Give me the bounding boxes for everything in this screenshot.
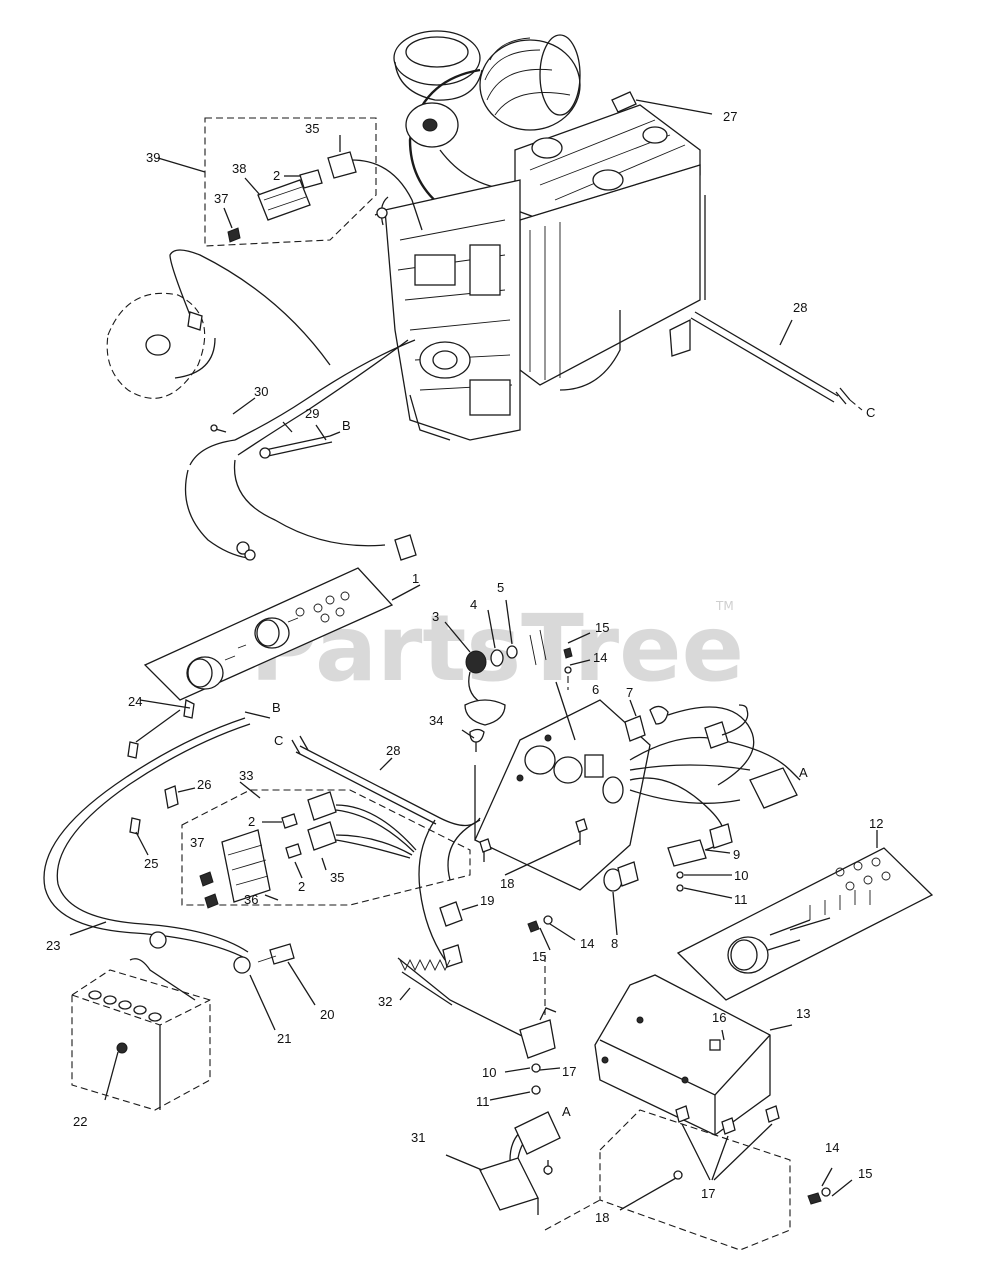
callout-12: 12 xyxy=(869,816,883,831)
engine-assembly xyxy=(374,30,706,441)
callout-35b: 35 xyxy=(330,870,344,885)
part-27-oil-pressure-sender xyxy=(611,91,713,115)
callout-37a: 37 xyxy=(214,191,228,206)
callout-22: 22 xyxy=(73,1114,87,1129)
callout-6: 6 xyxy=(592,682,599,697)
callout-17b: 17 xyxy=(562,1064,576,1079)
watermark-trademark: TM xyxy=(715,599,734,613)
callout-24: 24 xyxy=(128,694,142,709)
part-12-gauge-kit xyxy=(676,830,934,1001)
callout-38: 38 xyxy=(232,161,246,176)
callout-34: 34 xyxy=(429,713,443,728)
parts-9-10-11-fuse-holder xyxy=(667,839,733,899)
parts-14-15-screws-upper xyxy=(563,632,591,674)
part-6-dash-panel xyxy=(474,676,651,891)
part-28-cable-upper xyxy=(690,311,863,411)
part-33-relay-kit-box xyxy=(181,781,471,909)
callout-B1: B xyxy=(342,418,351,433)
callout-A2: A xyxy=(562,1104,571,1119)
part-8-indicator-light xyxy=(603,861,639,936)
callout-11a: 11 xyxy=(734,892,748,907)
callout-32: 32 xyxy=(378,994,392,1009)
part-7-switch-and-harness xyxy=(624,699,801,851)
parts-14-15-screws-middle xyxy=(527,915,576,1015)
callout-C2: C xyxy=(274,733,283,748)
callout-C1: C xyxy=(866,405,875,420)
callout-5: 5 xyxy=(497,580,504,595)
parts-3-4-5-key-switch xyxy=(444,599,547,726)
parts-18-34-fasteners xyxy=(461,728,588,876)
callout-2c: 2 xyxy=(298,879,305,894)
callout-26: 26 xyxy=(197,777,211,792)
callout-37b: 37 xyxy=(190,835,204,850)
callout-20: 20 xyxy=(320,1007,334,1022)
part-13-mounting-bracket xyxy=(594,974,793,1181)
callout-39: 39 xyxy=(146,150,160,165)
callout-14b: 14 xyxy=(580,936,594,951)
callout-18a: 18 xyxy=(500,876,514,891)
callout-A1: A xyxy=(799,765,808,780)
callout-31: 31 xyxy=(411,1130,425,1145)
callout-3: 3 xyxy=(432,609,439,624)
callout-16: 16 xyxy=(712,1010,726,1025)
callout-2a: 2 xyxy=(273,168,280,183)
callout-28a: 28 xyxy=(793,300,807,315)
callout-7: 7 xyxy=(626,685,633,700)
callout-9: 9 xyxy=(733,847,740,862)
callout-13: 13 xyxy=(796,1006,810,1021)
callout-17a: 17 xyxy=(701,1186,715,1201)
part-28-cable-lower xyxy=(291,735,481,961)
callout-29: 29 xyxy=(305,406,319,421)
battery-and-cables xyxy=(43,699,316,1111)
wire-harness-upper xyxy=(106,249,417,561)
callout-15b: 15 xyxy=(532,949,546,964)
callout-19: 19 xyxy=(480,893,494,908)
callout-14a: 14 xyxy=(593,650,607,665)
callout-11b: 11 xyxy=(476,1094,490,1109)
callout-10a: 10 xyxy=(734,868,748,883)
callout-8: 8 xyxy=(611,936,618,951)
callout-27: 27 xyxy=(723,109,737,124)
callout-28b: 28 xyxy=(386,743,400,758)
callout-15a: 15 xyxy=(595,620,609,635)
callout-1: 1 xyxy=(412,571,419,586)
callout-4: 4 xyxy=(470,597,477,612)
callout-36: 36 xyxy=(244,892,258,907)
parts-14-15-screws-lower xyxy=(807,1167,853,1205)
callout-30: 30 xyxy=(254,384,268,399)
callout-23: 23 xyxy=(46,938,60,953)
callout-21: 21 xyxy=(277,1031,291,1046)
part-39-relay-kit-box xyxy=(157,117,423,247)
callout-2b: 2 xyxy=(248,814,255,829)
lower-cover-plate xyxy=(544,1109,791,1251)
callout-35a: 35 xyxy=(305,121,319,136)
callout-B2: B xyxy=(272,700,281,715)
callout-10b: 10 xyxy=(482,1065,496,1080)
parts-19-32-switch-and-spring xyxy=(397,901,561,1101)
part-1-gauge-kit xyxy=(143,567,421,701)
part-31-rectifier xyxy=(445,1111,561,1215)
callout-33: 33 xyxy=(239,768,253,783)
callout-25: 25 xyxy=(144,856,158,871)
callout-14c: 14 xyxy=(825,1140,839,1155)
callout-18b: 18 xyxy=(595,1210,609,1225)
callout-labels: 1 2 2 2 3 4 5 6 7 8 9 10 10 11 11 12 13 … xyxy=(46,109,883,1225)
callout-15c: 15 xyxy=(858,1166,872,1181)
